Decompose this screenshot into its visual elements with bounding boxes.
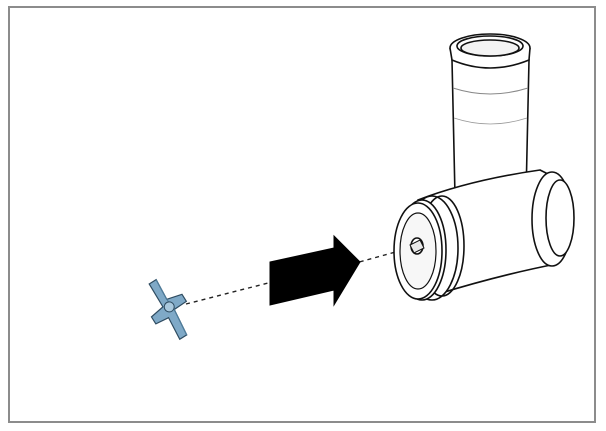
- cross-blade-icon: [148, 278, 188, 341]
- insert-arrow: [269, 234, 361, 307]
- grinder-housing: [393, 33, 575, 301]
- alignment-guide: [185, 282, 269, 305]
